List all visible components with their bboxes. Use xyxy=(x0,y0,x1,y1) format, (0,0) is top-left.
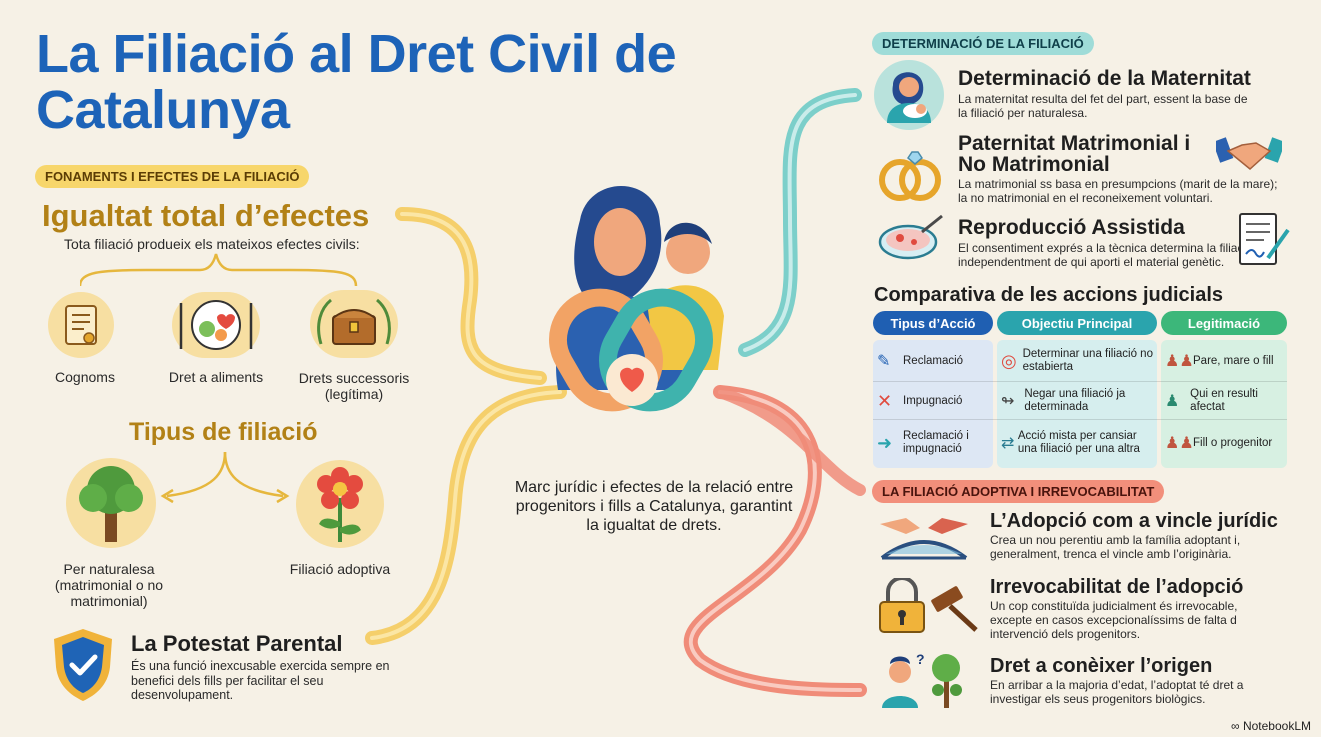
mother-child-link-icon xyxy=(528,180,748,435)
potestat-heading: La Potestat Parental xyxy=(131,631,343,656)
section-label-determinacio: DETERMINACIÓ DE LA FILIACIÓ xyxy=(872,32,1094,55)
paternitat-text: La matrimonial ss basa en presumpcions (… xyxy=(958,177,1278,205)
svg-text:?: ? xyxy=(916,651,925,667)
rings-icon xyxy=(876,148,944,209)
person-icon: ♟ xyxy=(1165,392,1180,410)
reproduccio-heading: Reproducció Assistida xyxy=(958,216,1185,239)
notebook-logo-icon: ∞ xyxy=(1231,719,1240,733)
actions-table: Tipus d’Acció Objectiu Principal Legitim… xyxy=(873,311,1287,471)
actions-heading: Comparativa de les accions judicials xyxy=(874,284,1224,306)
col-header-objectiu: Objectiu Principal xyxy=(997,311,1157,335)
types-heading: Tipus de filiació xyxy=(129,418,318,446)
irrevocabilitat-heading: Irrevocabilitat de l’adopció xyxy=(990,576,1244,598)
item-label-aliments: Dret a aliments xyxy=(168,369,264,385)
tree-icon xyxy=(66,458,156,548)
equality-text: Tota filiació produeix els mateixos efec… xyxy=(64,236,360,252)
parent-child-icon: ♟♟ xyxy=(1165,434,1194,452)
equality-bracket xyxy=(80,253,358,287)
action-type: Reclamació i impugnació xyxy=(903,430,969,455)
person-document-icon: ✎ xyxy=(877,352,891,370)
food-plate-icon xyxy=(172,292,260,358)
action-type: Impugnació xyxy=(903,394,963,407)
action-objective: Negar una filiació ja determinada xyxy=(1024,388,1126,413)
origen-text: En arribar a la majoria d’edat, l’adopta… xyxy=(990,678,1244,706)
irrevocabilitat-text: Un cop constituïda judicialment és irrev… xyxy=(990,599,1238,641)
paternitat-heading: Paternitat Matrimonial i No Matrimonial xyxy=(958,132,1191,176)
flower-icon xyxy=(296,460,384,548)
equality-heading: Igualtat total d’efectes xyxy=(42,198,370,233)
type-label-naturalesa: Per naturalesa (matrimonial o no matrimo… xyxy=(54,561,164,609)
table-row: ✎ Reclamació xyxy=(877,345,993,377)
maternitat-text: La maternitat resulta del fet del part, … xyxy=(958,92,1248,120)
action-legitimacio: Qui en resulti afectat xyxy=(1190,388,1258,413)
action-legitimacio: Pare, mare o fill xyxy=(1193,354,1274,367)
swap-arrow-icon: ➜ xyxy=(877,432,893,453)
reproduccio-text: El consentiment exprés a la tècnica dete… xyxy=(958,241,1257,269)
col-header-legitimacio: Legitimació xyxy=(1161,311,1287,335)
bridge-hands-icon xyxy=(876,508,972,569)
item-label-successoris: Drets successoris (legítima) xyxy=(298,370,410,402)
section-label-fonaments: FONAMENTS I EFECTES DE LA FILIACIÓ xyxy=(35,165,310,188)
action-objective: Acció mista per cansiar una filiació per… xyxy=(1017,430,1140,455)
adopcio-heading: L’Adopció com a vincle jurídic xyxy=(990,510,1278,532)
col-header-tipus: Tipus d’Acció xyxy=(873,311,993,335)
footer-brand: ∞ NotebookLM xyxy=(1231,719,1311,733)
target-icon: ◎ xyxy=(1001,350,1017,371)
treasure-chest-icon xyxy=(310,290,398,358)
table-row: ➜ Reclamació i impugnació xyxy=(877,423,993,463)
item-label-cognoms: Cognoms xyxy=(55,369,115,385)
padlock-gavel-icon xyxy=(876,576,980,639)
mother-baby-icon xyxy=(874,60,944,130)
center-text: Marc jurídic i efectes de la relació ent… xyxy=(514,479,794,534)
handshake-icon xyxy=(1212,133,1286,182)
cross-icon: ✕ xyxy=(877,390,893,411)
page-title: La Filiació al Dret Civil de Catalunya xyxy=(36,24,677,140)
maternitat-heading: Determinació de la Maternitat xyxy=(958,67,1251,90)
action-objective: Determinar una filiació no estabierta xyxy=(1022,348,1153,373)
footer-text: NotebookLM xyxy=(1242,719,1311,733)
action-legitimacio: Fill o progenitor xyxy=(1193,436,1273,449)
type-label-adoptiva: Filiació adoptiva xyxy=(289,561,391,577)
broken-link-icon: ↬ xyxy=(1001,392,1015,410)
types-arrows xyxy=(160,452,290,504)
table-row: ✕ Impugnació xyxy=(877,385,993,417)
family-icon: ♟♟ xyxy=(1165,352,1194,370)
shield-check-icon xyxy=(50,627,116,708)
shuffle-icon: ⇄ xyxy=(1001,434,1015,452)
adopcio-text: Crea un nou perentiu amb la família adop… xyxy=(990,533,1241,561)
potestat-text: És una funció inexcusable exercida sempr… xyxy=(131,659,390,702)
petri-dish-icon xyxy=(876,214,946,269)
family-tree-icon: ? xyxy=(880,650,976,715)
action-type: Reclamació xyxy=(903,354,964,367)
origen-heading: Dret a conèixer l’origen xyxy=(990,655,1213,677)
section-label-adoptiva: LA FILIACIÓ ADOPTIVA I IRREVOCABILITAT xyxy=(872,480,1165,503)
signed-document-icon xyxy=(1238,210,1290,273)
scroll-icon xyxy=(48,292,114,358)
